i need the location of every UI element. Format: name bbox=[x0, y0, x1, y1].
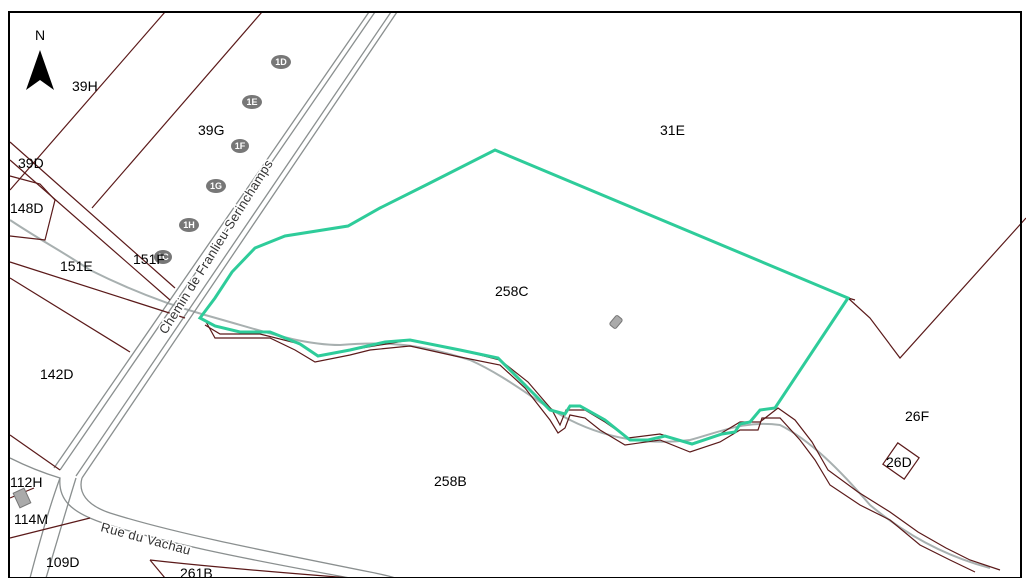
roads bbox=[9, 11, 398, 579]
parcel-label: 114M bbox=[14, 511, 48, 527]
parcel-label: 26D bbox=[886, 454, 912, 470]
parcel-line bbox=[9, 434, 61, 471]
building-1f: 1F bbox=[231, 139, 249, 153]
road-edge bbox=[53, 11, 370, 469]
building-1e: 1E bbox=[242, 95, 262, 109]
parcel-line bbox=[9, 277, 131, 353]
parcel-line bbox=[9, 11, 166, 191]
parcel-label: 39D bbox=[18, 155, 44, 171]
parcel-label: 148D bbox=[10, 200, 43, 216]
parcel-label: 109D bbox=[46, 554, 79, 570]
road-edge bbox=[45, 477, 77, 579]
parcel-label: 142D bbox=[40, 366, 73, 382]
road-edge bbox=[59, 11, 376, 471]
parcel-label: 31E bbox=[660, 122, 685, 138]
svg-text:1G: 1G bbox=[210, 181, 222, 191]
svg-text:1C: 1C bbox=[157, 252, 169, 262]
parcel-line bbox=[149, 559, 351, 579]
stream-line bbox=[9, 219, 991, 569]
svg-text:N: N bbox=[35, 27, 45, 43]
building-1g: 1G bbox=[206, 179, 226, 193]
svg-text:1F: 1F bbox=[235, 141, 246, 151]
building-1c: 1C bbox=[154, 250, 172, 264]
north-arrow-icon: N bbox=[26, 27, 54, 90]
parcel-26d-outline bbox=[882, 442, 920, 480]
parcel-label: 258B bbox=[434, 473, 467, 489]
stream bbox=[9, 219, 991, 569]
parcel-line bbox=[9, 261, 186, 319]
buildings: 1D 1E 1F 1G 1H 1C bbox=[12, 55, 291, 509]
svg-text:1E: 1E bbox=[246, 97, 257, 107]
small-structure bbox=[609, 315, 623, 329]
building-112h bbox=[12, 487, 32, 509]
road-edge bbox=[81, 11, 398, 479]
parcel-label: 26F bbox=[905, 408, 929, 424]
parcel-line bbox=[204, 319, 976, 573]
road-edge bbox=[9, 457, 351, 579]
parcel-label: 39H bbox=[72, 78, 98, 94]
parcel-line bbox=[9, 517, 91, 539]
parcel-label: 261B bbox=[180, 565, 213, 578]
parcel-line bbox=[9, 175, 56, 241]
parcel-line bbox=[149, 559, 166, 579]
parcel-line bbox=[9, 141, 176, 289]
svg-text:1H: 1H bbox=[183, 220, 195, 230]
selected-parcel-258c[interactable] bbox=[197, 148, 851, 446]
road-edge bbox=[80, 477, 396, 579]
parcel-label: 112H bbox=[10, 474, 42, 490]
parcel-label: 151F bbox=[133, 251, 165, 267]
parcel-line bbox=[91, 11, 263, 209]
road-edge bbox=[29, 477, 61, 579]
parcel-line bbox=[847, 217, 1026, 359]
parcel-label: 39G bbox=[198, 122, 224, 138]
building-1h: 1H bbox=[179, 218, 199, 232]
parcel-label: 151E bbox=[60, 258, 93, 274]
svg-text:1D: 1D bbox=[275, 57, 287, 67]
parcel-boundaries bbox=[9, 11, 1026, 579]
building-1d: 1D bbox=[271, 55, 291, 69]
road-edge bbox=[75, 11, 392, 477]
parcel-label: 258C bbox=[495, 283, 528, 299]
